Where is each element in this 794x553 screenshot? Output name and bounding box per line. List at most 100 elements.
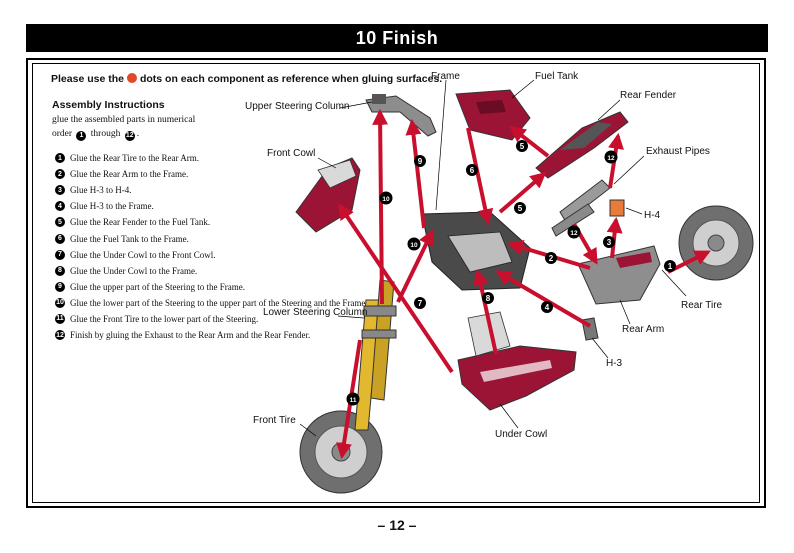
number-circle-icon: 12 bbox=[124, 131, 135, 141]
svg-text:9: 9 bbox=[418, 157, 423, 166]
label-under-cowl: Under Cowl bbox=[495, 429, 548, 440]
marker-1: 1 bbox=[664, 260, 676, 272]
marker-5b: 5 bbox=[514, 202, 526, 214]
arrow-step-10b bbox=[396, 229, 434, 303]
step-number-icon: 5 bbox=[55, 217, 65, 228]
instructions-sub-line1: glue the assembled parts in numerical bbox=[52, 115, 196, 125]
marker-9: 9 bbox=[414, 155, 426, 167]
label-front-tire: Front Tire bbox=[253, 415, 296, 426]
section-title: 10 Finish bbox=[355, 27, 439, 48]
label-h4: H-4 bbox=[644, 210, 661, 221]
lower-steering-column bbox=[354, 279, 397, 431]
marker-3: 3 bbox=[603, 236, 615, 248]
step-item: 5 Glue the Rear Fender to the Fuel Tank. bbox=[55, 214, 368, 230]
step-item: 7 Glue the Under Cowl to the Front Cowl. bbox=[55, 247, 368, 263]
svg-text:12: 12 bbox=[607, 155, 615, 162]
label-exhaust-pipes: Exhaust Pipes bbox=[646, 146, 710, 157]
arrow-step-7 bbox=[338, 203, 454, 374]
order-label: order bbox=[52, 129, 73, 139]
step-text: Glue the Under Cowl to the Frame. bbox=[70, 265, 198, 276]
marker-7: 7 bbox=[414, 297, 426, 309]
step-item: 2 Glue the Rear Arm to the Frame. bbox=[55, 166, 368, 182]
svg-text:5: 5 bbox=[518, 204, 523, 213]
arrow-step-5b bbox=[498, 171, 547, 214]
step-text: Glue the Rear Arm to the Frame. bbox=[70, 169, 189, 180]
step-number-icon: 11 bbox=[55, 313, 65, 324]
leader-lines bbox=[299, 79, 687, 437]
step-item: 1 Glue the Rear Tire to the Rear Arm. bbox=[55, 150, 368, 166]
step-text: Glue the Rear Fender to the Fuel Tank. bbox=[70, 217, 211, 228]
marker-12b: 12 bbox=[604, 150, 618, 164]
step-text: Glue H-3 to the Frame. bbox=[70, 201, 154, 212]
step-text: Glue the Under Cowl to the Front Cowl. bbox=[70, 249, 216, 260]
step-item: 11 Glue the Front Tire to the lower part … bbox=[55, 311, 368, 327]
marker-11: 11 bbox=[346, 392, 360, 406]
through-label: through bbox=[90, 129, 121, 139]
svg-text:2: 2 bbox=[549, 254, 554, 263]
outer-frame bbox=[26, 58, 766, 508]
label-lower-steering-column: Lower Steering Column bbox=[263, 307, 368, 318]
step-text: Glue the upper part of the Steering to t… bbox=[70, 281, 245, 292]
label-h3: H-3 bbox=[606, 358, 623, 369]
step-text: Finish by gluing the Exhaust to the Rear… bbox=[70, 330, 311, 341]
step-number-icon: 10 bbox=[55, 297, 65, 308]
label-rear-arm: Rear Arm bbox=[622, 324, 665, 335]
rear-arm bbox=[577, 245, 661, 305]
svg-text:12: 12 bbox=[570, 230, 578, 237]
step-number-icon: 2 bbox=[55, 169, 65, 180]
svg-text:6: 6 bbox=[470, 166, 475, 175]
step-markers: 1 2 3 4 5 5 6 7 8 9 10 10 11 12 12 bbox=[346, 140, 676, 406]
step-number-icon: 1 bbox=[55, 153, 65, 164]
red-dot-icon bbox=[126, 73, 137, 83]
label-rear-fender: Rear Fender bbox=[620, 90, 677, 101]
step-item: 9 Glue the upper part of the Steering to … bbox=[55, 279, 368, 295]
h4-part bbox=[609, 199, 625, 217]
instructions-subtitle: glue the assembled parts in numerical or… bbox=[52, 113, 212, 141]
arrow-step-8 bbox=[472, 268, 498, 355]
step-number-icon: 6 bbox=[55, 233, 65, 244]
rear-tire bbox=[678, 205, 754, 281]
arrow-step-5a bbox=[509, 126, 550, 158]
svg-text:8: 8 bbox=[486, 294, 491, 303]
arrow-step-6 bbox=[466, 127, 494, 226]
step-text: Glue the Front Tire to the lower part of… bbox=[70, 313, 259, 324]
inner-frame bbox=[32, 63, 760, 503]
step-number-icon: 12 bbox=[55, 330, 65, 341]
marker-10a: 10 bbox=[379, 191, 393, 205]
label-fuel-tank: Fuel Tank bbox=[535, 71, 579, 82]
svg-text:4: 4 bbox=[545, 303, 550, 312]
step-text: Glue the lower part of the Steering to t… bbox=[70, 297, 368, 308]
svg-text:1: 1 bbox=[668, 262, 673, 271]
label-front-cowl: Front Cowl bbox=[267, 148, 316, 159]
svg-text:10: 10 bbox=[410, 242, 418, 249]
instructions-sub-line2: order 1 through 12. bbox=[52, 127, 212, 141]
svg-text:11: 11 bbox=[350, 397, 357, 404]
note-after: dots on each component as reference when… bbox=[139, 73, 443, 85]
marker-12a: 12 bbox=[567, 225, 581, 239]
step-item: 10 Glue the lower part of the Steering to… bbox=[55, 295, 368, 311]
label-rear-tire: Rear Tire bbox=[681, 300, 723, 311]
marker-4: 4 bbox=[541, 301, 553, 313]
number-circle-icon: 1 bbox=[76, 131, 87, 141]
marker-2: 2 bbox=[545, 252, 557, 264]
marker-8: 8 bbox=[482, 292, 494, 304]
arrow-step-9 bbox=[405, 118, 426, 229]
arrow-step-4 bbox=[495, 270, 592, 328]
frame bbox=[421, 211, 531, 291]
svg-text:3: 3 bbox=[607, 238, 612, 247]
step-number-icon: 9 bbox=[55, 281, 65, 292]
label-upper-steering-column: Upper Steering Column bbox=[245, 101, 350, 112]
step-text: Glue the Rear Tire to the Rear Arm. bbox=[70, 153, 199, 164]
step-number-icon: 7 bbox=[55, 249, 65, 260]
exhaust-pipes bbox=[551, 179, 611, 237]
svg-text:5: 5 bbox=[520, 142, 525, 151]
svg-text:7: 7 bbox=[418, 299, 423, 308]
step-item: 12 Finish by gluing the Exhaust to the Re… bbox=[55, 327, 368, 343]
